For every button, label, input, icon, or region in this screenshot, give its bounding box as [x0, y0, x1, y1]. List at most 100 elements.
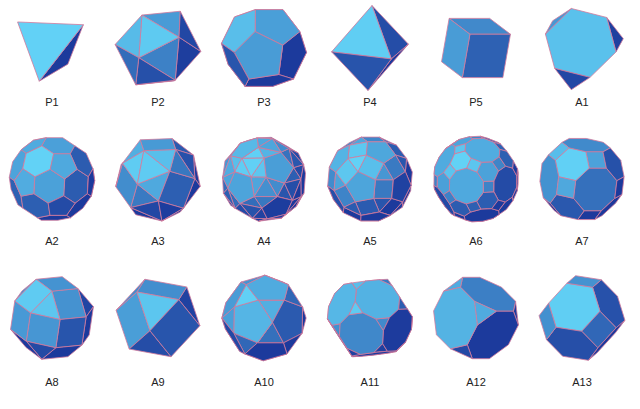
solid-label: A1 — [560, 96, 604, 109]
polyhedron-face — [374, 180, 394, 199]
solid-label: P2 — [136, 96, 180, 109]
polyhedron-face — [131, 201, 162, 221]
polyhedron — [9, 138, 94, 221]
polyhedron-face — [396, 155, 407, 172]
solid-label: A7 — [560, 235, 604, 248]
polyhedron-face — [588, 320, 625, 360]
polyhedron — [539, 276, 625, 361]
polyhedron-face — [462, 34, 510, 77]
solid-label: A3 — [136, 235, 180, 248]
polyhedron-face — [332, 324, 340, 337]
polyhedron-face — [11, 301, 31, 341]
polyhedron — [442, 18, 511, 77]
solid-label: P4 — [348, 96, 392, 109]
polyhedron-face — [259, 218, 282, 221]
polyhedron-face — [246, 275, 288, 300]
polyhedron-face — [328, 186, 344, 213]
polyhedron-face — [18, 22, 84, 81]
polyhedron — [116, 139, 201, 221]
polyhedron-face — [158, 201, 183, 221]
polyhedron-face — [254, 177, 277, 196]
polyhedron-face — [392, 172, 411, 202]
polyhedron-face — [450, 151, 471, 171]
polyhedron — [332, 6, 409, 91]
polyhedron-face — [48, 196, 75, 215]
polyhedron-face — [144, 149, 176, 171]
polyhedron-face — [567, 276, 601, 288]
polyhedron-face — [221, 43, 248, 86]
solid-label: A11 — [348, 376, 392, 389]
polyhedron-face — [222, 318, 245, 354]
polyhedron-face — [545, 9, 571, 34]
polyhedron-face — [390, 202, 402, 216]
polyhedron-face — [434, 287, 478, 349]
polyhedron-face — [179, 11, 201, 51]
solid-label: A8 — [30, 376, 74, 389]
polyhedron — [223, 137, 306, 221]
polyhedron-face — [540, 155, 559, 203]
polyhedron-face — [446, 140, 459, 149]
polyhedron-face — [289, 148, 303, 164]
solid-label: A12 — [454, 376, 498, 389]
polyhedron-face — [222, 282, 246, 318]
polyhedron-face — [546, 327, 597, 360]
polyhedron-face — [116, 163, 123, 187]
polyhedron-face — [221, 43, 248, 86]
polyhedron — [222, 275, 306, 361]
polyhedron-face — [231, 138, 259, 158]
polyhedron-face — [396, 342, 405, 351]
polyhedron — [221, 10, 306, 87]
polyhedron-face — [245, 343, 287, 361]
polyhedron-face — [150, 300, 200, 357]
polyhedron-face — [344, 202, 361, 216]
polyhedron — [434, 277, 519, 358]
polyhedron-face — [21, 138, 46, 153]
solid-label: A5 — [348, 235, 392, 248]
polyhedron — [434, 136, 518, 222]
polyhedron-face — [332, 6, 392, 59]
polyhedron-face — [347, 348, 360, 356]
polyhedron-face — [512, 187, 517, 201]
polyhedron-face — [442, 18, 470, 77]
polyhedron-face — [348, 155, 366, 172]
polyhedron-face — [349, 302, 363, 315]
polyhedron-face — [115, 45, 139, 85]
solid-label: A4 — [242, 235, 286, 248]
polyhedron-face — [301, 165, 306, 197]
solid-label: P1 — [30, 96, 74, 109]
polyhedron-face — [332, 52, 392, 91]
polyhedron-face — [87, 169, 94, 197]
polyhedron-face — [162, 208, 184, 221]
polyhedron-face — [14, 169, 35, 197]
polyhedron — [328, 137, 413, 221]
solid-label: P5 — [454, 96, 498, 109]
polyhedron-face — [139, 15, 179, 58]
polyhedron-face — [136, 58, 175, 85]
polyhedron — [18, 22, 84, 81]
polyhedron-face — [346, 172, 376, 202]
polyhedron-face — [231, 138, 259, 158]
polyhedron — [327, 279, 412, 356]
polyhedron-face — [258, 139, 281, 153]
polyhedron-face — [474, 301, 496, 325]
polyhedron-face — [545, 9, 616, 78]
polyhedron-face — [289, 148, 303, 167]
solid-label: A9 — [136, 376, 180, 389]
polyhedron-face — [562, 138, 610, 151]
polyhedron-face — [557, 177, 576, 199]
polyhedron — [116, 279, 200, 356]
polyhedron-face — [292, 179, 301, 200]
polyhedron-face — [383, 309, 413, 351]
polyhedron — [540, 138, 624, 219]
polyhedron-face — [615, 177, 624, 199]
polyhedron-face — [284, 179, 301, 200]
polyhedron-face — [329, 145, 349, 172]
polyhedron-face — [539, 303, 556, 340]
polyhedron-face — [122, 140, 143, 163]
polyhedron-face — [603, 148, 624, 181]
polyhedron-face — [116, 279, 145, 310]
polyhedron-face — [366, 142, 395, 163]
solid-label: A2 — [30, 235, 74, 248]
